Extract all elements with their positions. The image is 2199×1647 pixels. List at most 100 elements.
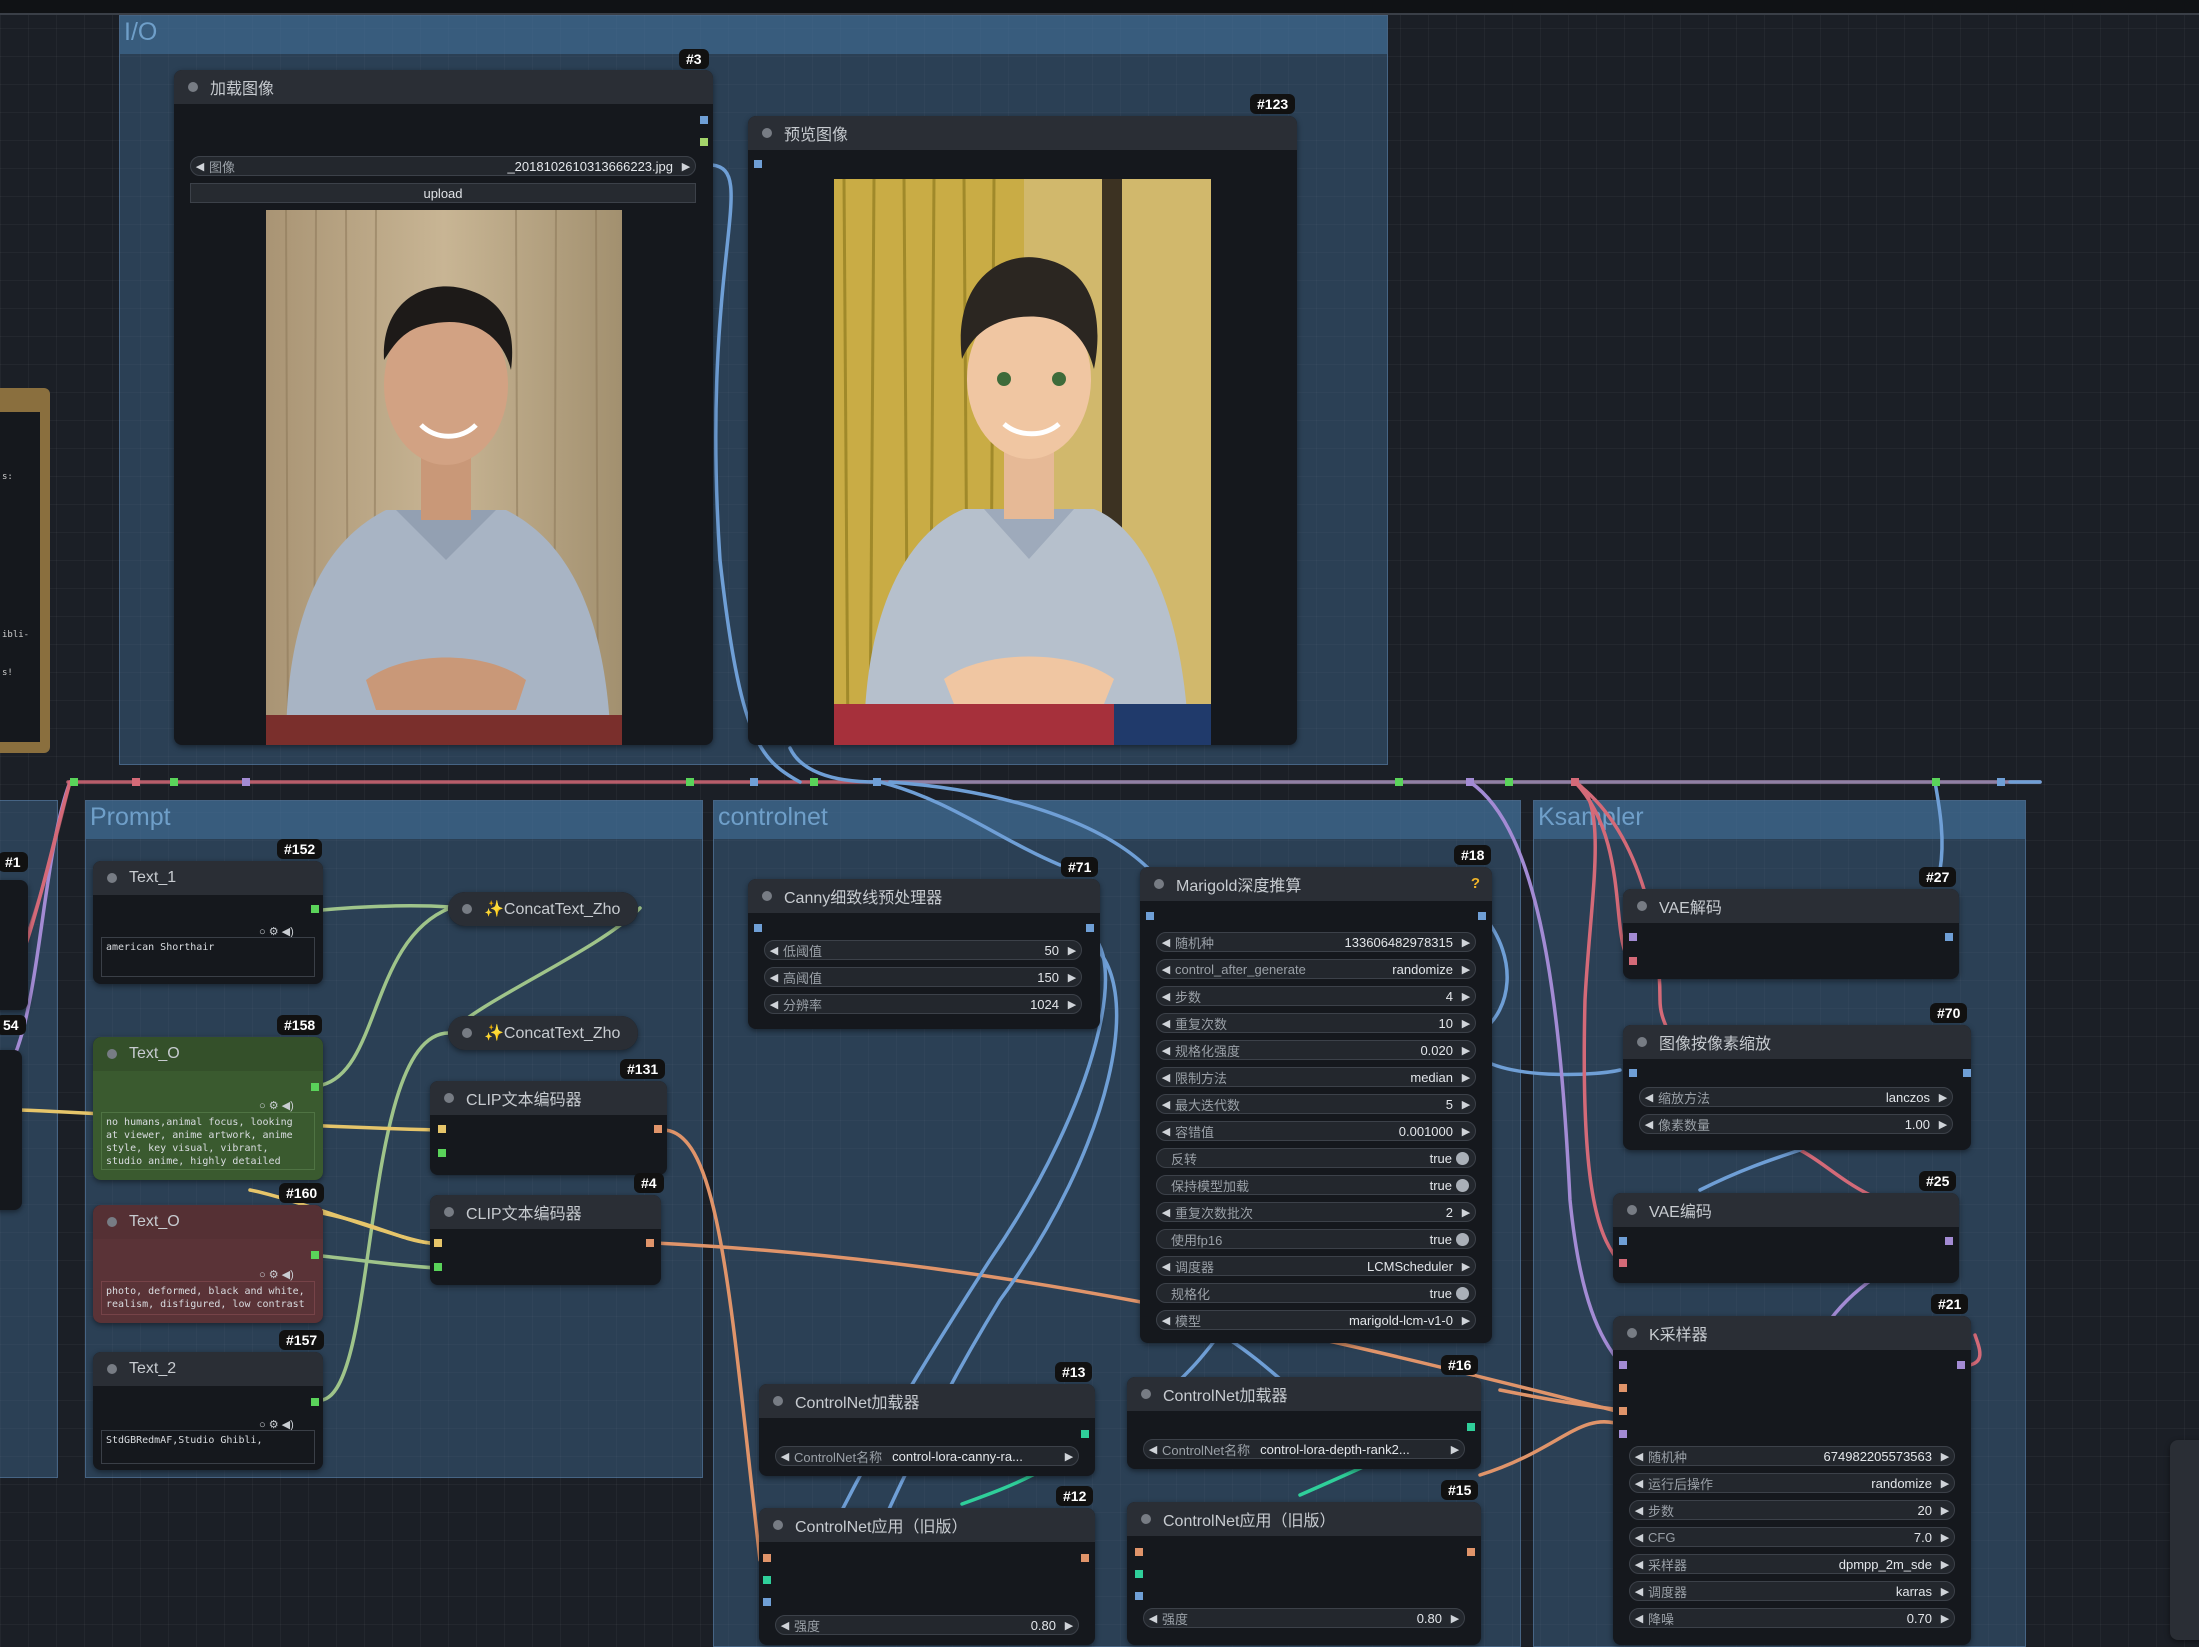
clip-encoder-4[interactable]: CLIP文本编码器 — [430, 1195, 661, 1285]
arrow-left-icon[interactable]: ◀ — [1161, 963, 1171, 976]
collapse-dot-icon[interactable] — [462, 1028, 472, 1038]
group-prompt-header[interactable] — [86, 801, 702, 839]
arrow-left-icon[interactable]: ◀ — [1634, 1585, 1644, 1598]
output-port[interactable] — [1963, 1069, 1971, 1077]
text-o-positive-header[interactable]: Text_O — [93, 1037, 323, 1071]
arrow-left-icon[interactable]: ◀ — [1148, 1612, 1158, 1625]
collapse-dot-icon[interactable] — [1637, 901, 1647, 911]
input-port[interactable] — [1146, 912, 1154, 920]
collapse-dot-icon[interactable] — [1627, 1205, 1637, 1215]
arrow-left-icon[interactable]: ◀ — [1634, 1477, 1644, 1490]
load-image-node[interactable]: 加载图像 ◀ 图像 _2018102610313666223.jpg ▶ upl… — [174, 70, 713, 745]
collapse-dot-icon[interactable] — [762, 128, 772, 138]
arrow-right-icon[interactable]: ▶ — [1461, 1098, 1471, 1111]
concat-text-header[interactable]: ✨ConcatText_Zho — [448, 1016, 638, 1050]
arrow-right-icon[interactable]: ▶ — [1461, 1017, 1471, 1030]
arrow-right-icon[interactable]: ▶ — [1461, 1260, 1471, 1273]
clip-encoder-header[interactable]: CLIP文本编码器 — [430, 1081, 667, 1115]
image-scale-header[interactable]: 图像按像素缩放 — [1623, 1025, 1971, 1059]
arrow-right-icon[interactable]: ▶ — [1940, 1585, 1950, 1598]
load-image-header[interactable]: 加载图像 — [174, 70, 713, 104]
arrow-right-icon[interactable]: ▶ — [681, 160, 691, 173]
arrow-left-icon[interactable]: ◀ — [1634, 1504, 1644, 1517]
controlnet-loader-header[interactable]: ControlNet加载器 — [759, 1384, 1095, 1418]
arrow-left-icon[interactable]: ◀ — [195, 160, 205, 173]
output-port[interactable] — [1957, 1361, 1965, 1369]
arrow-right-icon[interactable]: ▶ — [1461, 1044, 1471, 1057]
image-selector[interactable]: ◀ 图像 _2018102610313666223.jpg ▶ — [190, 156, 696, 176]
arrow-left-icon[interactable]: ◀ — [1161, 990, 1171, 1003]
concat-text-header[interactable]: ✨ConcatText_Zho — [448, 892, 638, 926]
text-tools-icons[interactable]: ○ ⚙ ◀) — [259, 926, 294, 938]
input-port[interactable] — [1619, 1361, 1627, 1369]
arrow-left-icon[interactable]: ◀ — [1161, 1071, 1171, 1084]
collapse-dot-icon[interactable] — [773, 1396, 783, 1406]
collapse-dot-icon[interactable] — [107, 1217, 117, 1227]
text-tools-icons[interactable]: ○ ⚙ ◀) — [259, 1100, 294, 1112]
input-port[interactable] — [763, 1576, 771, 1584]
arrow-right-icon[interactable]: ▶ — [1940, 1477, 1950, 1490]
vae-encode-node[interactable]: VAE编码 — [1613, 1193, 1959, 1283]
collapse-dot-icon[interactable] — [1154, 879, 1164, 889]
input-port[interactable] — [1135, 1548, 1143, 1556]
arrow-right-icon[interactable]: ▶ — [1461, 963, 1471, 976]
collapse-dot-icon[interactable] — [762, 891, 772, 901]
arrow-left-icon[interactable]: ◀ — [1161, 1017, 1171, 1030]
arrow-right-icon[interactable]: ▶ — [1450, 1612, 1460, 1625]
output-port[interactable] — [311, 1083, 319, 1091]
arrow-left-icon[interactable]: ◀ — [1644, 1118, 1654, 1131]
input-port[interactable] — [1629, 1069, 1637, 1077]
group-controlnet-header[interactable] — [714, 801, 1520, 839]
arrow-left-icon[interactable]: ◀ — [1148, 1443, 1158, 1456]
input-port[interactable] — [1629, 933, 1637, 941]
ksampler-header[interactable]: K采样器 — [1613, 1316, 1971, 1350]
collapse-dot-icon[interactable] — [1627, 1328, 1637, 1338]
input-port[interactable] — [434, 1263, 442, 1271]
input-port[interactable] — [1619, 1407, 1627, 1415]
output-port[interactable] — [700, 116, 708, 124]
collapse-dot-icon[interactable] — [107, 1049, 117, 1059]
input-port[interactable] — [754, 160, 762, 168]
output-port[interactable] — [311, 905, 319, 913]
text-2-node[interactable]: Text_2 ○ ⚙ ◀) StdGBRedmAF,Studio Ghibli, — [93, 1352, 323, 1470]
text-tools-icons[interactable]: ○ ⚙ ◀) — [259, 1419, 294, 1431]
toggle-knob-icon[interactable] — [1456, 1178, 1469, 1192]
arrow-right-icon[interactable]: ▶ — [1461, 990, 1471, 1003]
arrow-right-icon[interactable]: ▶ — [1461, 936, 1471, 949]
arrow-right-icon[interactable]: ▶ — [1940, 1450, 1950, 1463]
group-io-header[interactable] — [120, 16, 1387, 54]
partial-node-left-1[interactable] — [0, 880, 28, 1010]
arrow-left-icon[interactable]: ◀ — [1161, 1125, 1171, 1138]
input-port[interactable] — [438, 1149, 446, 1157]
text-o-negative-input[interactable]: photo, deformed, black and white, realis… — [101, 1281, 315, 1315]
arrow-left-icon[interactable]: ◀ — [780, 1619, 790, 1632]
preview-image-node[interactable]: 预览图像 — [748, 116, 1297, 745]
text-1-node[interactable]: Text_1 ○ ⚙ ◀) american Shorthair — [93, 861, 323, 984]
arrow-right-icon[interactable]: ▶ — [1461, 1206, 1471, 1219]
arrow-right-icon[interactable]: ▶ — [1461, 1125, 1471, 1138]
upload-button[interactable]: upload — [190, 183, 696, 203]
partial-node-right[interactable] — [2170, 1440, 2199, 1640]
output-port[interactable] — [700, 138, 708, 146]
arrow-right-icon[interactable]: ▶ — [1461, 1314, 1471, 1327]
arrow-right-icon[interactable]: ▶ — [1067, 971, 1077, 984]
text-1-input[interactable]: american Shorthair — [101, 937, 315, 977]
arrow-left-icon[interactable]: ◀ — [1161, 1098, 1171, 1111]
text-o-negative-node[interactable]: Text_O ○ ⚙ ◀) photo, deformed, black and… — [93, 1205, 323, 1323]
arrow-left-icon[interactable]: ◀ — [769, 944, 779, 957]
output-port[interactable] — [311, 1398, 319, 1406]
clip-encoder-131[interactable]: CLIP文本编码器 — [430, 1081, 667, 1175]
